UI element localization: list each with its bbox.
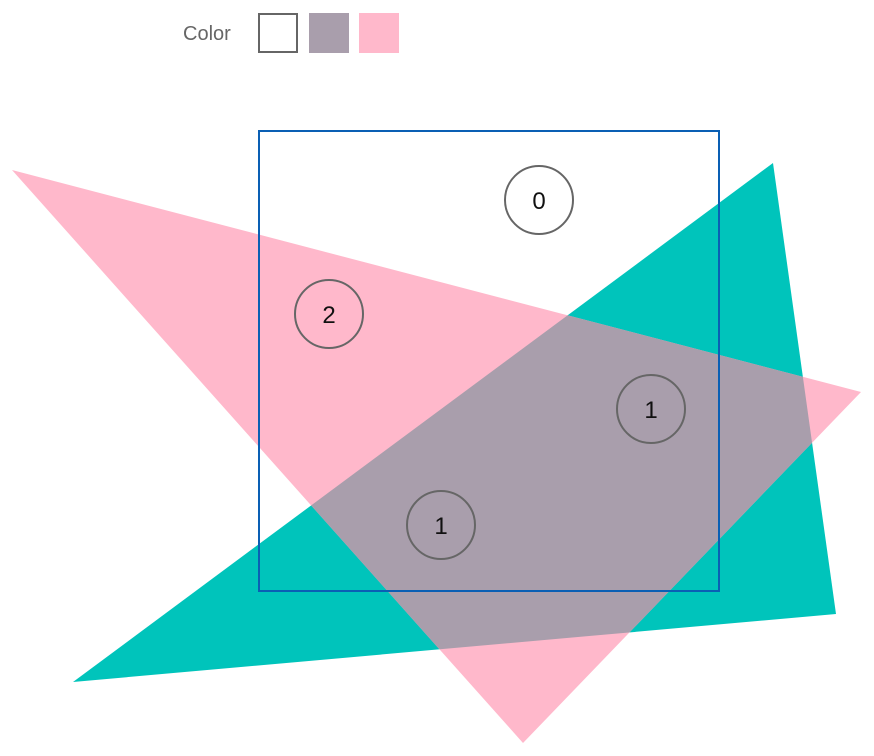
swatch-pink[interactable] bbox=[359, 13, 399, 53]
region-circle bbox=[616, 374, 686, 444]
region-label: 0 bbox=[532, 188, 545, 215]
swatch-overlap[interactable] bbox=[309, 13, 349, 53]
region-circle bbox=[294, 279, 364, 349]
region-marker-0[interactable]: 0 bbox=[504, 165, 574, 235]
swatch-white[interactable] bbox=[258, 13, 298, 53]
legend-label: Color bbox=[183, 23, 231, 45]
region-circle bbox=[504, 165, 574, 235]
region-label: 1 bbox=[434, 513, 447, 540]
region-marker-1[interactable]: 2 bbox=[294, 279, 364, 349]
region-label: 2 bbox=[322, 302, 335, 329]
region-circle bbox=[406, 490, 476, 560]
region-label: 1 bbox=[644, 397, 657, 424]
blue-square[interactable] bbox=[258, 130, 720, 592]
region-marker-2[interactable]: 1 bbox=[616, 374, 686, 444]
region-marker-3[interactable]: 1 bbox=[406, 490, 476, 560]
color-legend: Color bbox=[0, 0, 874, 60]
